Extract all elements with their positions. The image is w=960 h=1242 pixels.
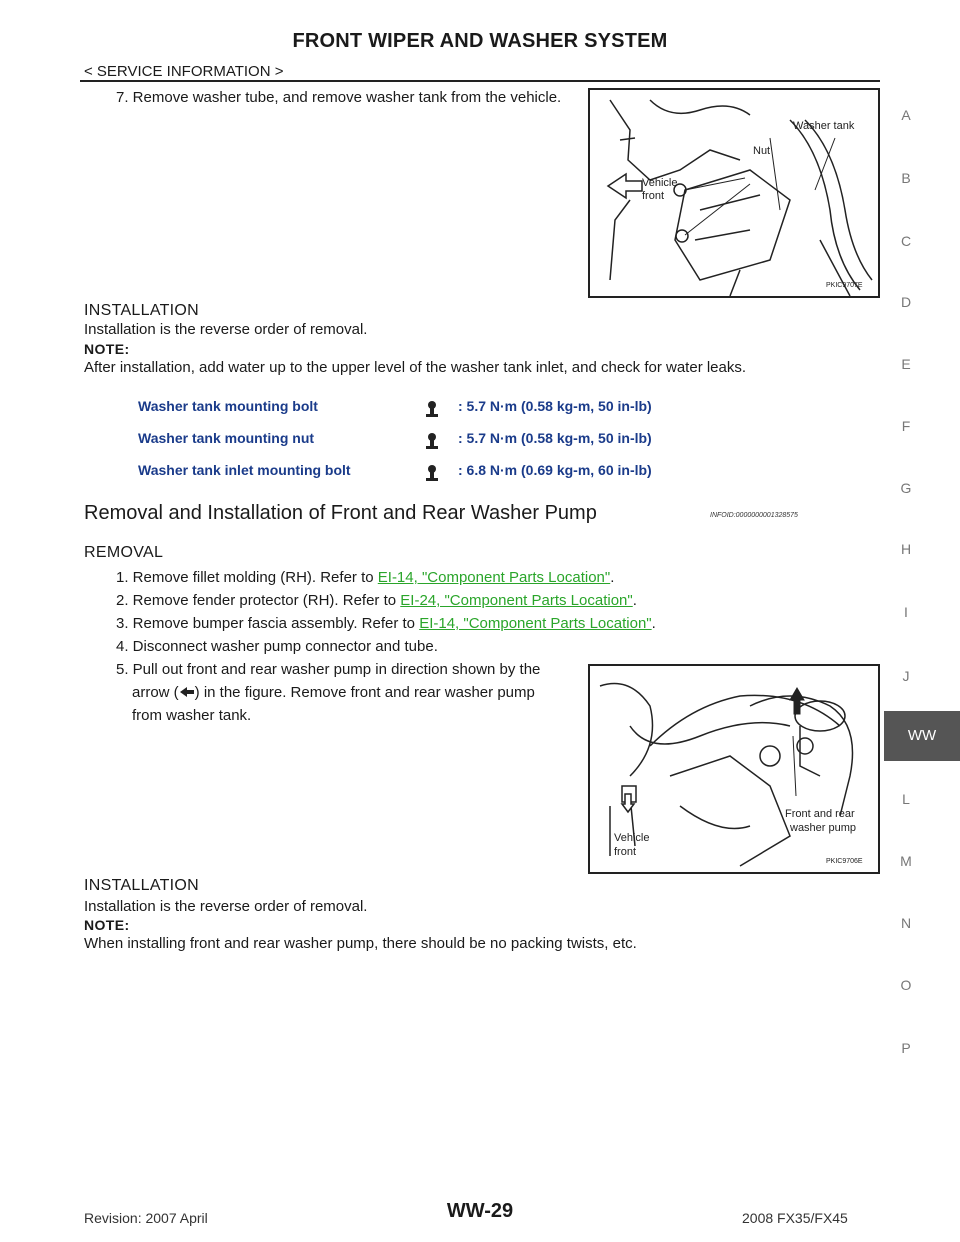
note-label: NOTE: [84, 341, 130, 357]
link-ei-14-b[interactable]: EI-14, "Component Parts Location" [419, 615, 652, 632]
side-tab-o[interactable]: O [900, 977, 912, 993]
figure-code: PKIC9707E [826, 282, 863, 289]
note-label-2: NOTE: [84, 917, 130, 933]
label-vehicle-front-1: Vehicle [614, 832, 650, 844]
removal-heading: REMOVAL [84, 544, 164, 561]
step-7: 7. Remove washer tube, and remove washer… [116, 89, 562, 106]
model-name: 2008 FX35/FX45 [742, 1210, 848, 1226]
torque-wrench-icon [426, 433, 438, 449]
side-tab-p[interactable]: P [901, 1040, 911, 1056]
figure-washer-tank: Washer tank Nut Vehicle front PKIC9707E [588, 88, 880, 298]
side-tab-c[interactable]: C [900, 233, 912, 249]
side-tab-f[interactable]: F [901, 418, 911, 434]
vehicle-front-arrow-icon [606, 172, 643, 200]
removal-step-5-line-3: from washer tank. [132, 707, 252, 724]
side-tab-b[interactable]: B [901, 170, 911, 186]
vehicle-front-arrow-icon [620, 793, 636, 814]
note-text: After installation, add water up to the … [84, 359, 747, 376]
figure-code: PKIC9706E [826, 858, 863, 865]
side-tab-e[interactable]: E [901, 356, 911, 372]
label-vehicle-front-2: front [614, 846, 637, 858]
side-tab-i[interactable]: I [904, 604, 908, 620]
label-vehicle-front-2: front [642, 190, 665, 202]
side-tab-ww-active[interactable]: WW [884, 711, 960, 761]
torque-value-2: : 5.7 N·m (0.58 kg-m, 50 in-lb) [458, 430, 652, 446]
side-tab-m[interactable]: M [900, 853, 912, 869]
label-pump-1: Front and rear [785, 808, 855, 820]
torque-name-2: Washer tank mounting nut [138, 430, 315, 446]
installation-text-2: Installation is the reverse order of rem… [84, 898, 368, 915]
torque-name-3: Washer tank inlet mounting bolt [138, 462, 351, 478]
torque-value-1: : 5.7 N·m (0.58 kg-m, 50 in-lb) [458, 398, 652, 414]
torque-value-3: : 6.8 N·m (0.69 kg-m, 60 in-lb) [458, 462, 652, 478]
revision-date: Revision: 2007 April [84, 1210, 208, 1226]
removal-step-5-line-2: arrow () in the figure. Remove front and… [132, 684, 535, 701]
side-tab-j[interactable]: J [902, 668, 910, 684]
pull-arrow-icon [789, 687, 805, 715]
figure-washer-pump: Front and rear washer pump Vehicle front… [588, 664, 880, 874]
label-pump-2: washer pump [790, 822, 857, 834]
side-tab-h[interactable]: H [900, 541, 912, 557]
removal-step-4: 4. Disconnect washer pump connector and … [116, 638, 438, 655]
installation-heading-2: INSTALLATION [84, 877, 200, 894]
arrow-icon [179, 687, 194, 697]
removal-step-5-line-1: 5. Pull out front and rear washer pump i… [116, 661, 541, 678]
torque-wrench-icon [426, 401, 438, 417]
info-id: INFOID:0000000001328575 [710, 512, 798, 519]
side-tab-l[interactable]: L [902, 791, 910, 807]
installation-text: Installation is the reverse order of rem… [84, 321, 368, 338]
link-ei-14[interactable]: EI-14, "Component Parts Location" [377, 569, 611, 586]
label-nut: Nut [753, 145, 771, 157]
note-text-2: When installing front and rear washer pu… [84, 935, 637, 952]
header-rule [80, 80, 880, 82]
side-tab-g[interactable]: G [900, 480, 912, 496]
label-washer-tank: Washer tank [793, 120, 855, 132]
page-number: WW-29 [446, 1200, 514, 1222]
removal-step-3: 3. Remove bumper fascia assembly. Refer … [116, 615, 656, 632]
washer-tank-illustration [606, 99, 873, 297]
link-ei-24[interactable]: EI-24, "Component Parts Location" [400, 592, 633, 609]
section-heading: Removal and Installation of Front and Re… [84, 502, 597, 524]
side-tab-d[interactable]: D [900, 294, 912, 310]
side-tab-a[interactable]: A [901, 107, 911, 123]
washer-pump-illustration [599, 682, 854, 867]
torque-name-1: Washer tank mounting bolt [138, 398, 318, 414]
label-vehicle-front-1: Vehicle [642, 177, 678, 189]
side-tab-n[interactable]: N [900, 915, 912, 931]
torque-wrench-icon [426, 465, 438, 481]
removal-step-1: 1. Remove fillet molding (RH). Refer to … [116, 569, 615, 586]
page-title: FRONT WIPER AND WASHER SYSTEM [292, 30, 668, 52]
installation-heading: INSTALLATION [84, 302, 200, 319]
page-subtitle: < SERVICE INFORMATION > [84, 63, 284, 80]
removal-step-2: 2. Remove fender protector (RH). Refer t… [116, 592, 637, 609]
